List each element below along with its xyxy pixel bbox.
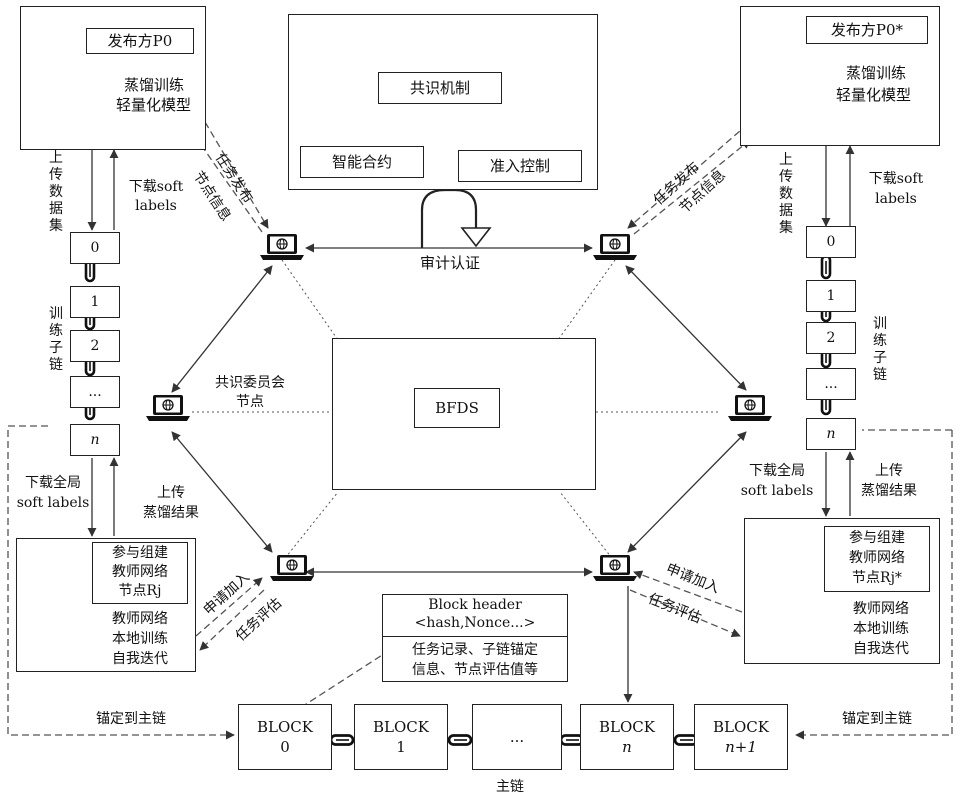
left-upload-distill-line1: 上传 [126,484,216,502]
block-header-content-line1: 任务记录、子链锚定 [382,641,568,659]
teacher-right-title-line3: 节点Rj* [824,569,930,587]
main-block-ellipsis-index: ... [473,727,561,747]
teacher-right-desc-line1: 教师网络 [828,600,934,618]
teacher-left-desc-line2: 本地训练 [92,630,188,648]
publisher-left-model-line2: 轻量化模型 [116,96,191,114]
committee-label-line2: 节点 [200,393,300,411]
teacher-left-desc-line3: 自我迭代 [92,650,188,668]
left-subchain-block-n: n [70,424,120,456]
left-upload-distill-line2: 蒸馏结果 [126,504,216,522]
teacher-left-title-line1: 参与组建 [92,544,188,562]
teacher-right-desc-line2: 本地训练 [828,620,934,638]
right-train-subchain-label: 训练子链 [872,316,888,384]
right-upload-distill-line1: 上传 [844,462,934,480]
main-block-0: BLOCK 0 [238,704,332,770]
block-header-content-line2: 信息、节点评估值等 [382,661,568,679]
left-anchor-main-label: 锚定到主链 [96,710,166,728]
main-block-0-index: 0 [239,737,331,757]
teacher-left-desc-line1: 教师网络 [92,610,188,628]
right-upload-dataset-label: 上传数据集 [778,152,794,237]
main-block-n-plus-1-name: BLOCK [695,717,787,737]
main-block-n-name: BLOCK [581,717,673,737]
left-download-soft-line2: labels [116,197,196,215]
teacher-left-title-line3: 节点Rj [92,582,188,600]
right-download-global-line2: soft labels [732,482,822,500]
bfds-label: BFDS [414,399,500,417]
left-download-global-line1: 下载全局 [8,474,98,492]
main-block-n: BLOCK n [580,704,674,770]
right-subchain-block-2: 2 [806,322,856,354]
main-block-n-index: n [581,737,673,757]
right-subchain-block-n: n [806,418,856,450]
main-block-1: BLOCK 1 [354,704,448,770]
main-chain-label: 主链 [470,778,550,796]
block-header-title: Block header [382,596,568,614]
left-upload-dataset-label: 上传数据集 [48,150,64,235]
main-block-n-plus-1-index: n+1 [695,737,787,757]
right-subchain-block-1: 1 [806,280,856,312]
teacher-right-title-line2: 教师网络 [824,549,930,567]
left-download-soft-line1: 下载soft [116,178,196,196]
publisher-left-model-line1: 蒸馏训练 [124,76,184,94]
main-block-1-index: 1 [355,737,447,757]
right-upload-distill-line2: 蒸馏结果 [844,482,934,500]
teacher-left-title-line2: 教师网络 [92,563,188,581]
audit-label: 审计认证 [400,254,500,272]
block-header-divider [382,636,568,637]
main-block-0-name: BLOCK [239,717,331,737]
right-anchor-main-label: 锚定到主链 [842,710,912,728]
right-subchain-block-0: 0 [806,226,856,258]
left-subchain-block-0: 0 [70,232,120,264]
teacher-right-desc-line3: 自我迭代 [828,640,934,658]
teacher-right-title-line1: 参与组建 [824,529,930,547]
publisher-right-model-line1: 蒸馏训练 [846,64,906,82]
main-block-ellipsis: ... [472,704,562,770]
left-subchain-block-1: 1 [70,286,120,318]
committee-label-line1: 共识委员会 [200,374,300,392]
left-subchain-block-2: 2 [70,330,120,362]
smart-contract-label: 智能合约 [300,153,424,171]
publisher-left-label-text: 发布方P0 [86,32,194,50]
right-download-soft-line1: 下载soft [856,170,936,188]
right-download-soft-line2: labels [856,190,936,208]
access-control-label: 准入控制 [458,157,582,175]
consensus-mechanism-label: 共识机制 [378,79,502,97]
left-train-subchain-label: 训练子链 [48,306,64,374]
main-block-n-plus-1: BLOCK n+1 [694,704,788,770]
right-download-global-line1: 下载全局 [732,462,822,480]
publisher-right-model-line2: 轻量化模型 [836,86,911,104]
left-subchain-block-ellipsis: ... [70,376,120,408]
right-subchain-block-ellipsis: ... [806,368,856,400]
left-download-global-line2: soft labels [8,494,98,512]
main-block-1-name: BLOCK [355,717,447,737]
block-header-fields: <hash,Nonce...> [382,614,568,632]
publisher-right-label-text: 发布方P0* [806,21,928,39]
